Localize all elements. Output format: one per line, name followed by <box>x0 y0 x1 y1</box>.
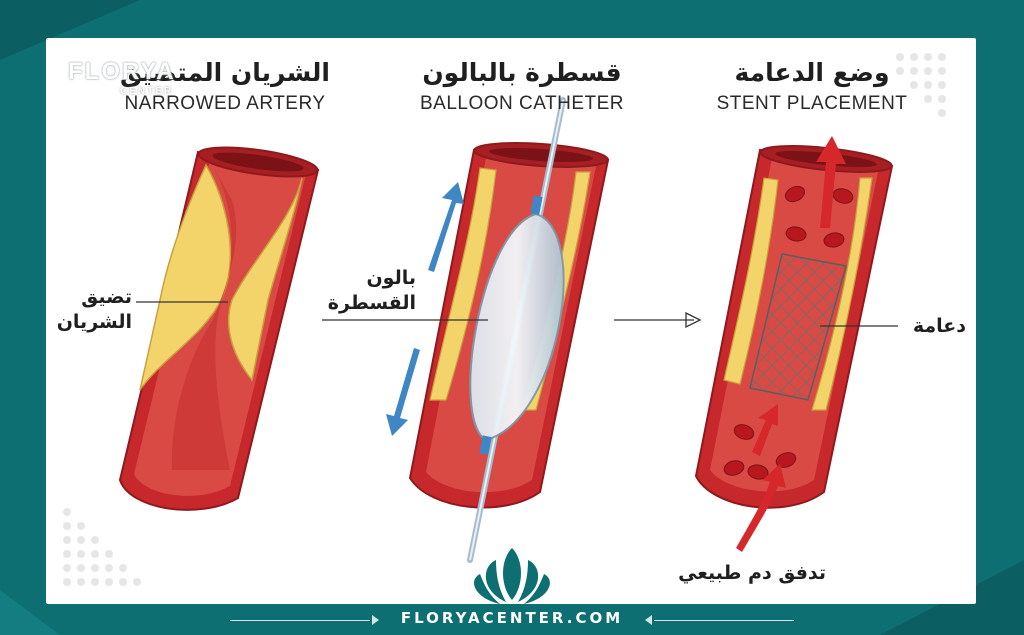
flow-arrow-top-icon <box>816 136 846 228</box>
flow-arrow-middle-icon <box>752 404 778 456</box>
expand-arrow-up-icon <box>428 182 464 272</box>
narrowed-artery <box>118 146 320 511</box>
plaque-right <box>227 177 303 382</box>
callout-stenosis-line-1: تضيق <box>81 286 132 308</box>
expand-arrow-down-icon <box>386 348 420 436</box>
balloon-artery <box>386 97 610 563</box>
stent-mesh <box>749 253 847 401</box>
footer-arrow-right-icon <box>645 615 652 625</box>
panel-3-title-en: STENT PLACEMENT <box>716 93 908 114</box>
panel-2-title-ar: قسطرة بالبالون <box>422 58 622 87</box>
stent-artery <box>694 136 894 552</box>
panel-1-title-ar: الشريان المتضيق <box>119 58 330 87</box>
footer-arrow-left-icon <box>372 615 379 625</box>
florya-logo-subtext: CENTER <box>120 86 174 97</box>
callout-balloon-line-1: بالون <box>366 267 416 289</box>
panel-3-title-ar: وضع الدعامة <box>734 58 890 87</box>
callout-balloon-line-2: القسطرة <box>327 292 416 314</box>
footer-line-right <box>654 620 794 621</box>
callout-stenosis-line-2: الشريان <box>56 311 132 333</box>
plaque-left <box>139 163 232 391</box>
panel-2-title-en: BALLOON CATHETER <box>419 93 625 114</box>
florya-logo-text: FLORYA <box>68 58 176 85</box>
dot-pattern-bottom-left <box>63 508 141 586</box>
callout-stenosis: تضيق الشريان <box>56 285 132 335</box>
callout-stent: دعامة <box>912 315 966 337</box>
process-arrow-icon <box>685 311 702 329</box>
callout-blood-flow: تدفق دم طبيعي <box>678 562 826 584</box>
dot-pattern-top-right <box>896 53 946 117</box>
lotus-logo-icon <box>474 548 550 604</box>
footer-website: FLORYACENTER.COM <box>400 609 624 627</box>
callout-balloon: بالون القسطرة <box>326 266 416 316</box>
footer-line-left <box>230 620 370 621</box>
panel-1-title-en: NARROWED ARTERY <box>124 93 326 114</box>
flow-arrow-bottom-icon <box>736 464 786 552</box>
